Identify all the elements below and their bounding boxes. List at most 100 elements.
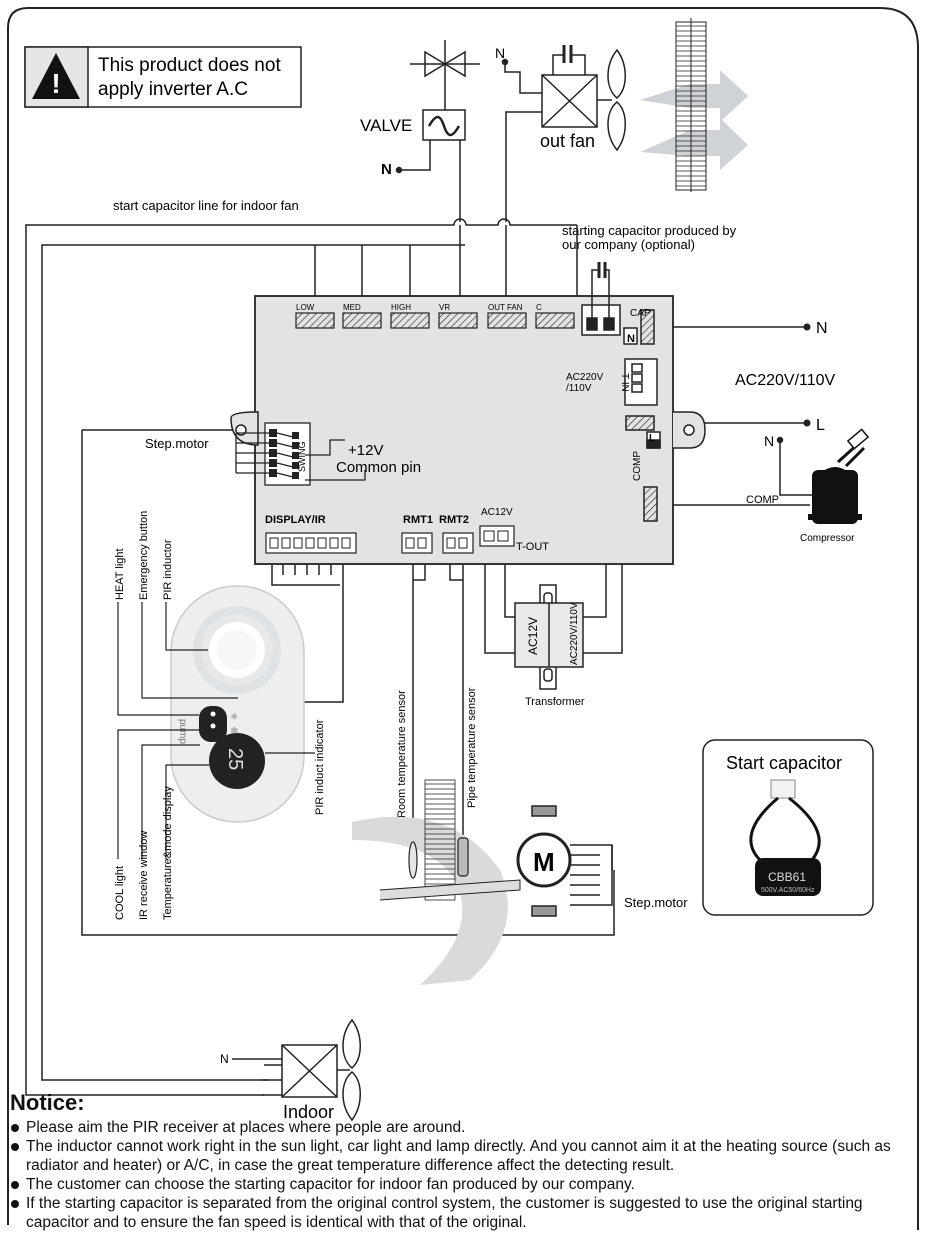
board-swing-label: SWING xyxy=(297,442,307,473)
out-fan xyxy=(501,45,626,222)
capacitor-rating: 500V.AC50/60Hz xyxy=(761,887,815,894)
valve-n-top: N xyxy=(495,45,505,61)
board-connector xyxy=(479,525,515,547)
board-terminal-label: HIGH xyxy=(391,303,411,312)
board-t-out-label: T-OUT xyxy=(516,541,549,553)
page-frame xyxy=(7,7,919,1230)
board-common-pin-label: Common pin xyxy=(336,459,421,476)
swing-pin xyxy=(269,459,277,467)
board-n-label: N xyxy=(627,333,635,345)
warning-icon xyxy=(32,53,80,99)
capacitor-model: CBB61 xyxy=(768,870,806,884)
swing-pin xyxy=(269,439,277,447)
compressor-line-label: COMP xyxy=(746,494,779,506)
room-sensor-label: Room temperature sensor xyxy=(396,690,408,818)
board-terminal-label: VR xyxy=(439,303,450,312)
temp-mode-display-label: Temperature&mode display xyxy=(162,786,174,920)
board-terminal: MED xyxy=(342,303,382,329)
board-rmt1-label: RMT1 xyxy=(403,514,433,526)
board-terminal: OUT FAN xyxy=(487,303,527,329)
warning-box: ! This product does not apply inverter A… xyxy=(24,46,302,108)
board-cap-label: CAP xyxy=(630,308,651,319)
evaporator-coil xyxy=(424,779,456,901)
step-motor xyxy=(379,805,613,917)
start-capacitor-title: Start capacitor xyxy=(726,753,842,773)
board-connector xyxy=(401,532,433,554)
valve-n-label: N xyxy=(381,161,392,178)
transformer xyxy=(514,584,584,690)
board-terminal-label: OUT FAN xyxy=(488,303,523,312)
indoor-n-label: N xyxy=(220,1052,229,1066)
cool-light-label: COOL light xyxy=(114,866,126,920)
indoor-airflow xyxy=(352,816,508,985)
notice-item: If the starting capacitor is separated f… xyxy=(8,1194,913,1232)
svg-text:✳: ✳ xyxy=(230,712,238,723)
swing-pin xyxy=(269,429,277,437)
motor-letter: M xyxy=(533,847,555,877)
pir-induct-indicator-label: PIR induct indicator xyxy=(314,719,326,815)
board-display-ir-label: DISPLAY/IR xyxy=(265,514,326,526)
transformer-ac12v: AC12V xyxy=(526,617,540,655)
ir-window-label: IR receive window xyxy=(138,831,150,920)
power-l-label: L xyxy=(816,417,825,434)
warning-text-line2: apply inverter A.C xyxy=(98,79,248,100)
swing-pin xyxy=(269,469,277,477)
pipe-sensor-label: Pipe temperature sensor xyxy=(466,687,478,808)
board-terminal-label: C xyxy=(536,303,542,312)
control-board xyxy=(230,295,706,565)
valve-label: VALVE xyxy=(360,116,412,135)
indoor-fan xyxy=(262,1018,361,1122)
board-terminal: VR xyxy=(438,303,478,329)
heat-light-label: HEAT light xyxy=(114,548,126,600)
emergency-button-label: Emergency button xyxy=(138,511,150,600)
starting-cap-label-1: starting capacitor produced by xyxy=(562,223,737,238)
notice-title: Notice: xyxy=(10,1090,85,1115)
board-l-label: L xyxy=(649,433,655,444)
notice-list: Please aim the PIR receiver at places wh… xyxy=(8,1118,913,1232)
pir-inductor-label: PIR inductor xyxy=(162,539,174,600)
notice-item: The inductor cannot work right in the su… xyxy=(8,1137,913,1175)
notice-item: The customer can choose the starting cap… xyxy=(8,1175,913,1194)
sensor-probes xyxy=(408,837,469,879)
start-capacitor-box xyxy=(702,739,874,916)
step-motor-top-label: Step.motor xyxy=(145,436,209,451)
svg-text:pump: pump xyxy=(177,719,188,744)
board-connector xyxy=(265,532,357,554)
display-digits: 25 xyxy=(224,748,246,770)
svg-text:!: ! xyxy=(51,68,60,99)
board-connector xyxy=(442,532,474,554)
start-cap-line-label: start capacitor line for indoor fan xyxy=(113,198,299,213)
board-ac12v-label: AC12V xyxy=(481,507,513,518)
board-ac-in-1: AC220V xyxy=(566,372,604,383)
notice-section: Notice: Please aim the PIR receiver at p… xyxy=(8,1090,913,1232)
swing-pin xyxy=(269,449,277,457)
starting-cap-label-2: our company (optional) xyxy=(562,237,695,252)
out-fan-label: out fan xyxy=(540,131,595,151)
board-terminal: C xyxy=(535,303,575,329)
notice-item: Please aim the PIR receiver at places wh… xyxy=(8,1118,913,1137)
board-plus12v-label: +12V xyxy=(348,442,383,459)
cap-connector xyxy=(581,262,661,522)
wiring xyxy=(25,218,820,1096)
compressor-label: Compressor xyxy=(800,533,855,544)
valve xyxy=(410,40,480,141)
board-terminal-label: LOW xyxy=(296,303,315,312)
board-terminal: LOW xyxy=(295,303,335,329)
airflow-arrows xyxy=(640,70,748,170)
svg-text:❄: ❄ xyxy=(230,726,238,737)
warning-text-line1: This product does not xyxy=(98,55,281,76)
indoor-label: Indoor xyxy=(283,1102,334,1122)
transformer-ac220: AC220V/110V xyxy=(569,602,580,665)
compressor-n-label: N xyxy=(764,433,774,449)
board-terminal: HIGH xyxy=(390,303,430,329)
display-panel: pump ✳ ❄ xyxy=(170,585,305,823)
board-ac-in-2: /110V xyxy=(566,383,592,394)
board-rmt2-label: RMT2 xyxy=(439,514,469,526)
board-t-in: T-IN xyxy=(619,373,630,392)
transformer-label: Transformer xyxy=(525,696,585,708)
step-motor-bottom-label: Step.motor xyxy=(624,895,688,910)
power-n-label: N xyxy=(816,320,828,337)
board-comp-label: COMP xyxy=(632,451,643,481)
power-voltage-label: AC220V/110V xyxy=(735,372,836,389)
